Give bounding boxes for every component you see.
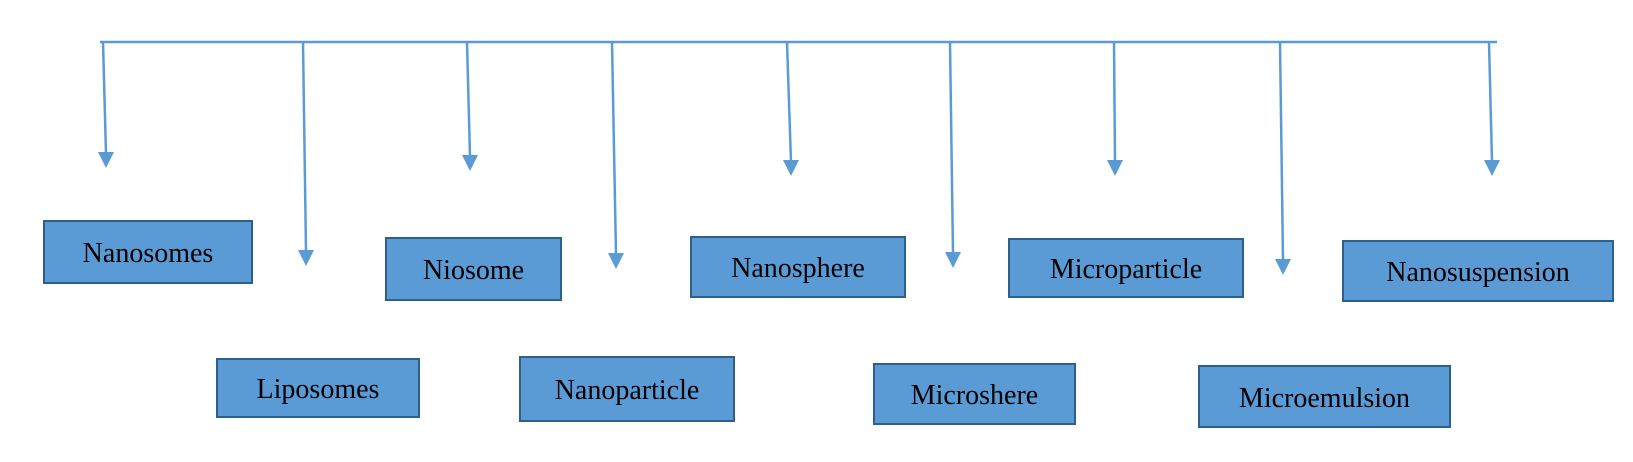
arrowhead-microemulsion (1275, 259, 1291, 275)
arrowhead-niosome (462, 155, 478, 171)
node-label: Microparticle (1049, 254, 1203, 285)
arrow-nanosphere (785, 41, 793, 163)
arrowhead-microparticle (1107, 160, 1123, 176)
node-microemulsion: Microemulsion (1198, 365, 1451, 428)
arrowhead-nanosuspension (1484, 160, 1500, 176)
arrowhead-nanosomes (98, 152, 114, 168)
arrow-nanosomes (101, 41, 108, 155)
node-label: Microemulsion (1238, 382, 1411, 414)
node-nanosuspension: Nanosuspension (1342, 240, 1614, 302)
arrow-niosome (465, 41, 472, 158)
node-label: Nanosphere (731, 253, 865, 284)
node-liposomes: Liposomes (216, 358, 420, 418)
arrow-microparticle (1112, 41, 1117, 163)
arrowhead-nanosphere (783, 160, 799, 176)
arrowhead-nanoparticle (608, 253, 624, 269)
node-microparticle: Microparticle (1008, 238, 1244, 298)
arrow-microshere (948, 41, 955, 255)
node-label: Liposomes (256, 374, 380, 405)
node-microshere: Microshere (873, 363, 1076, 425)
connectors (98, 40, 1500, 275)
node-nanosphere: Nanosphere (690, 236, 906, 298)
node-nanosomes: Nanosomes (43, 220, 253, 284)
node-label: Nanosomes (82, 238, 214, 269)
node-label: Nanoparticle (554, 375, 700, 406)
node-label: Microshere (910, 380, 1039, 411)
arrow-nanosuspension (1487, 41, 1494, 163)
node-niosome: Niosome (385, 237, 562, 301)
arrowhead-liposomes (298, 250, 314, 266)
arrow-liposomes (301, 41, 308, 253)
arrow-nanoparticle (610, 41, 618, 256)
arrow-microemulsion (1278, 41, 1285, 262)
node-nanoparticle: Nanoparticle (519, 356, 735, 422)
node-label: Niosome (422, 255, 525, 286)
node-label: Nanosuspension (1386, 257, 1570, 288)
arrowhead-microshere (945, 252, 961, 268)
